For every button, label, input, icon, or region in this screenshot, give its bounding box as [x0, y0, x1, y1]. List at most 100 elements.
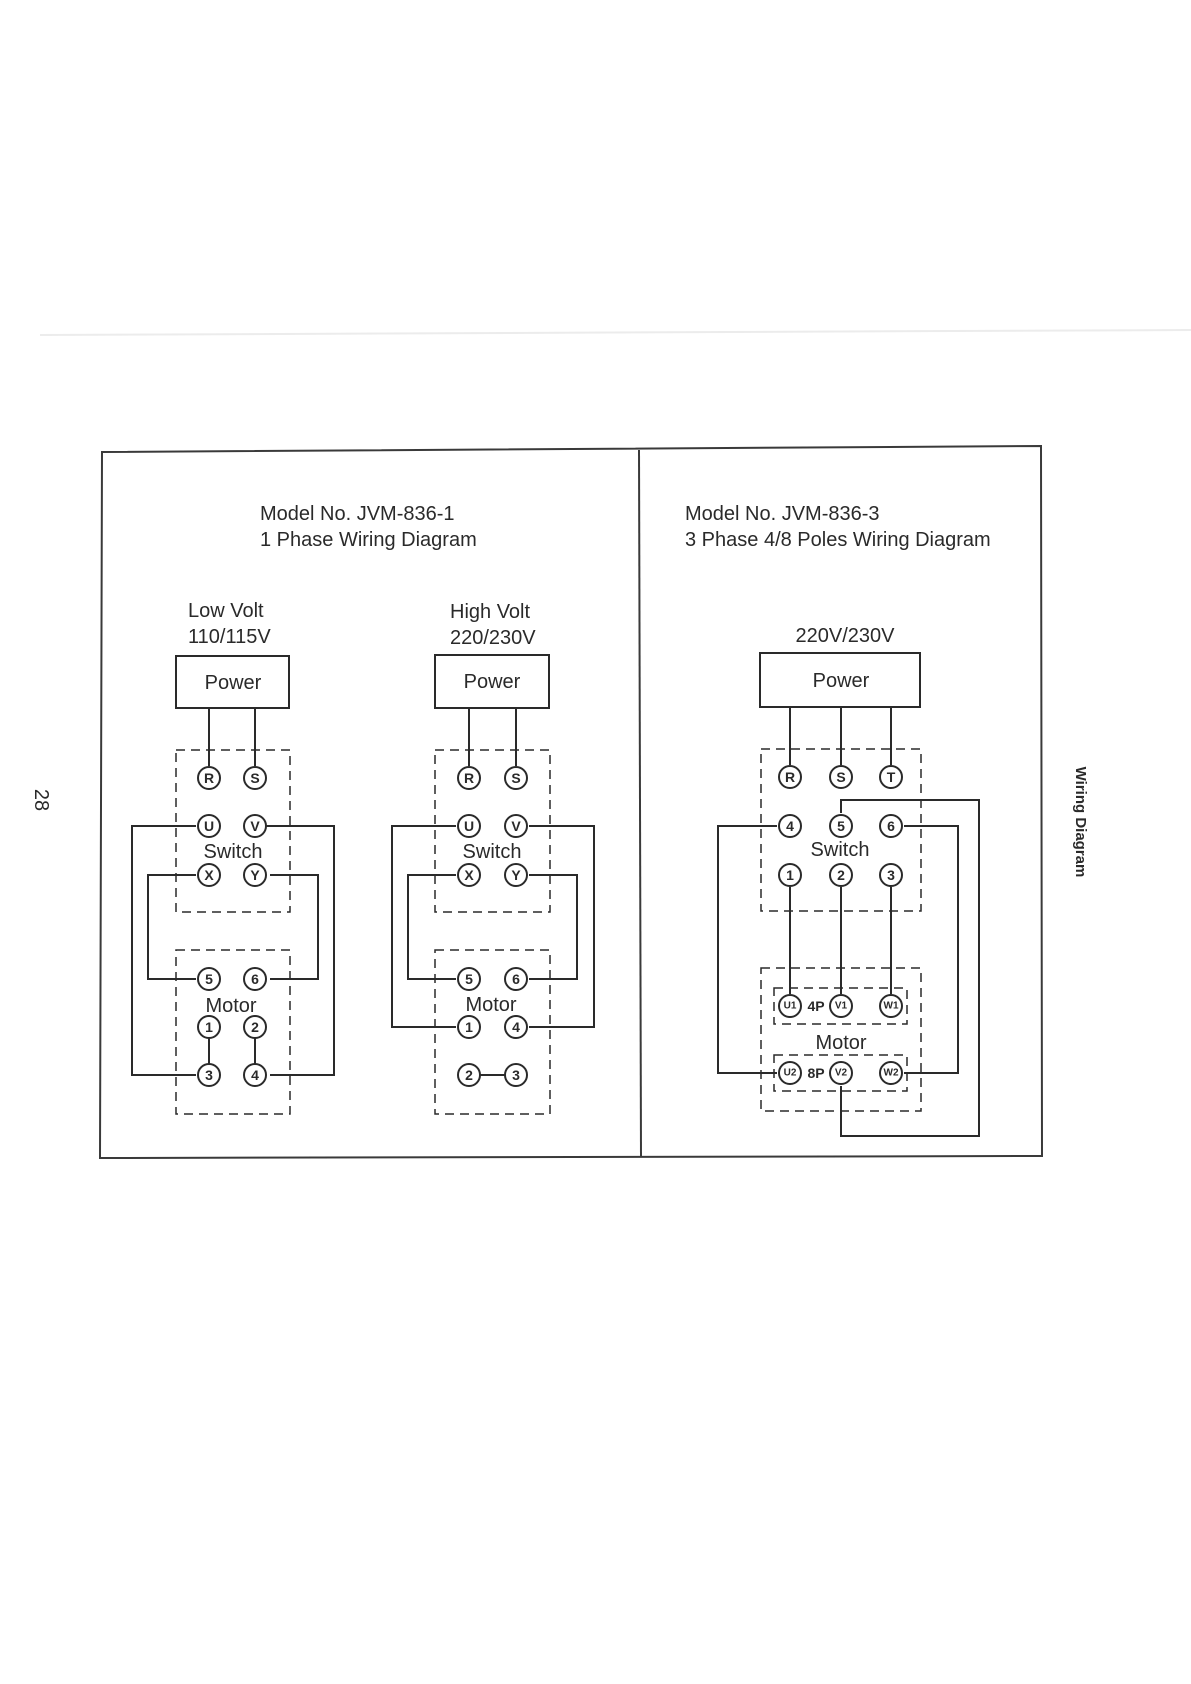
side-title: Wiring Diagram [1072, 767, 1089, 878]
diagram-frame [98, 444, 1044, 1160]
three-phase-motor-label: Motor [815, 1032, 866, 1054]
high-volt-switch-label: Switch [463, 841, 522, 863]
terminal: W1 [879, 994, 903, 1018]
terminal: 5 [457, 967, 481, 991]
svg-text:3: 3 [512, 1067, 520, 1083]
low-volt-switch-label: Switch [204, 841, 263, 863]
low-volt-motor-label: Motor [205, 995, 256, 1017]
pole-4-label: 4P [807, 998, 824, 1014]
svg-text:2: 2 [251, 1019, 259, 1035]
terminal: U [457, 814, 481, 838]
terminal: 6 [504, 967, 528, 991]
svg-text:U1: U1 [784, 1001, 797, 1012]
svg-text:U2: U2 [784, 1068, 797, 1079]
svg-text:R: R [464, 770, 474, 786]
svg-text:5: 5 [465, 971, 473, 987]
svg-text:6: 6 [887, 818, 895, 834]
terminal: 3 [197, 1063, 221, 1087]
low-volt-power-label: Power [205, 672, 262, 694]
svg-text:S: S [511, 770, 520, 786]
low-volt-voltage: 110/115V [188, 626, 271, 648]
svg-text:X: X [204, 867, 214, 883]
svg-text:3: 3 [205, 1067, 213, 1083]
high-volt-voltage: 220/230V [450, 627, 536, 649]
svg-text:Y: Y [250, 867, 260, 883]
terminal: V [243, 814, 267, 838]
terminal: T [879, 765, 903, 789]
three-phase-voltage: 220V/230V [796, 625, 896, 647]
svg-text:6: 6 [251, 971, 259, 987]
terminal: R [778, 765, 802, 789]
high-volt-diagram: High Volt 220/230V Power Switch Motor R … [391, 601, 595, 1115]
terminal: 4 [504, 1015, 528, 1039]
svg-text:4: 4 [251, 1067, 259, 1083]
svg-text:T: T [887, 769, 896, 785]
svg-text:R: R [785, 769, 795, 785]
terminal: X [457, 863, 481, 887]
svg-text:U: U [464, 818, 474, 834]
terminal: Y [504, 863, 528, 887]
svg-text:4: 4 [786, 818, 794, 834]
terminal: V [504, 814, 528, 838]
svg-text:6: 6 [512, 971, 520, 987]
terminal: V1 [829, 994, 853, 1018]
terminal: U2 [778, 1061, 802, 1085]
svg-text:R: R [204, 770, 214, 786]
terminal: U [197, 814, 221, 838]
svg-text:4: 4 [512, 1019, 520, 1035]
terminal: S [243, 766, 267, 790]
svg-text:Y: Y [511, 867, 521, 883]
svg-text:1: 1 [205, 1019, 213, 1035]
svg-text:V1: V1 [835, 1001, 848, 1012]
svg-text:3: 3 [887, 867, 895, 883]
terminal: R [457, 766, 481, 790]
terminal: 5 [829, 814, 853, 838]
terminal: 2 [829, 863, 853, 887]
high-volt-power-label: Power [464, 671, 521, 693]
three-phase-switch-label: Switch [811, 839, 870, 861]
left-title-line2: 1 Phase Wiring Diagram [260, 529, 477, 551]
svg-text:V: V [511, 818, 521, 834]
svg-text:S: S [836, 769, 845, 785]
terminal: 1 [457, 1015, 481, 1039]
terminal: 5 [197, 967, 221, 991]
terminal: S [829, 765, 853, 789]
svg-text:X: X [464, 867, 474, 883]
terminal: Y [243, 863, 267, 887]
terminal: V2 [829, 1061, 853, 1085]
terminal: R [197, 766, 221, 790]
right-title-line1: Model No. JVM-836-3 [685, 503, 880, 525]
svg-text:1: 1 [465, 1019, 473, 1035]
left-title-line1: Model No. JVM-836-1 [260, 503, 455, 525]
high-volt-motor-label: Motor [465, 994, 516, 1016]
terminal: U1 [778, 994, 802, 1018]
terminal: W2 [879, 1061, 903, 1085]
low-volt-label: Low Volt [188, 600, 264, 622]
terminal: 4 [778, 814, 802, 838]
svg-text:W1: W1 [884, 1001, 899, 1012]
terminal: 1 [197, 1015, 221, 1039]
svg-text:S: S [250, 770, 259, 786]
terminal: 1 [778, 863, 802, 887]
terminal: X [197, 863, 221, 887]
svg-text:2: 2 [837, 867, 845, 883]
terminal: 6 [879, 814, 903, 838]
terminal: 3 [879, 863, 903, 887]
low-volt-diagram: Low Volt 110/115V Power Switch Motor R S… [131, 600, 335, 1115]
right-title-line2: 3 Phase 4/8 Poles Wiring Diagram [685, 529, 991, 551]
three-phase-diagram: 220V/230V Power Switch Motor 4P 8P R S T… [717, 625, 980, 1137]
svg-text:V: V [250, 818, 260, 834]
terminal: 2 [457, 1063, 481, 1087]
terminal: 3 [504, 1063, 528, 1087]
svg-text:5: 5 [205, 971, 213, 987]
svg-text:U: U [204, 818, 214, 834]
terminal: 4 [243, 1063, 267, 1087]
svg-text:V2: V2 [835, 1068, 848, 1079]
three-phase-power-label: Power [813, 670, 870, 692]
high-volt-label: High Volt [450, 601, 530, 623]
svg-text:1: 1 [786, 867, 794, 883]
svg-text:2: 2 [465, 1067, 473, 1083]
svg-text:W2: W2 [884, 1068, 899, 1079]
terminal: S [504, 766, 528, 790]
